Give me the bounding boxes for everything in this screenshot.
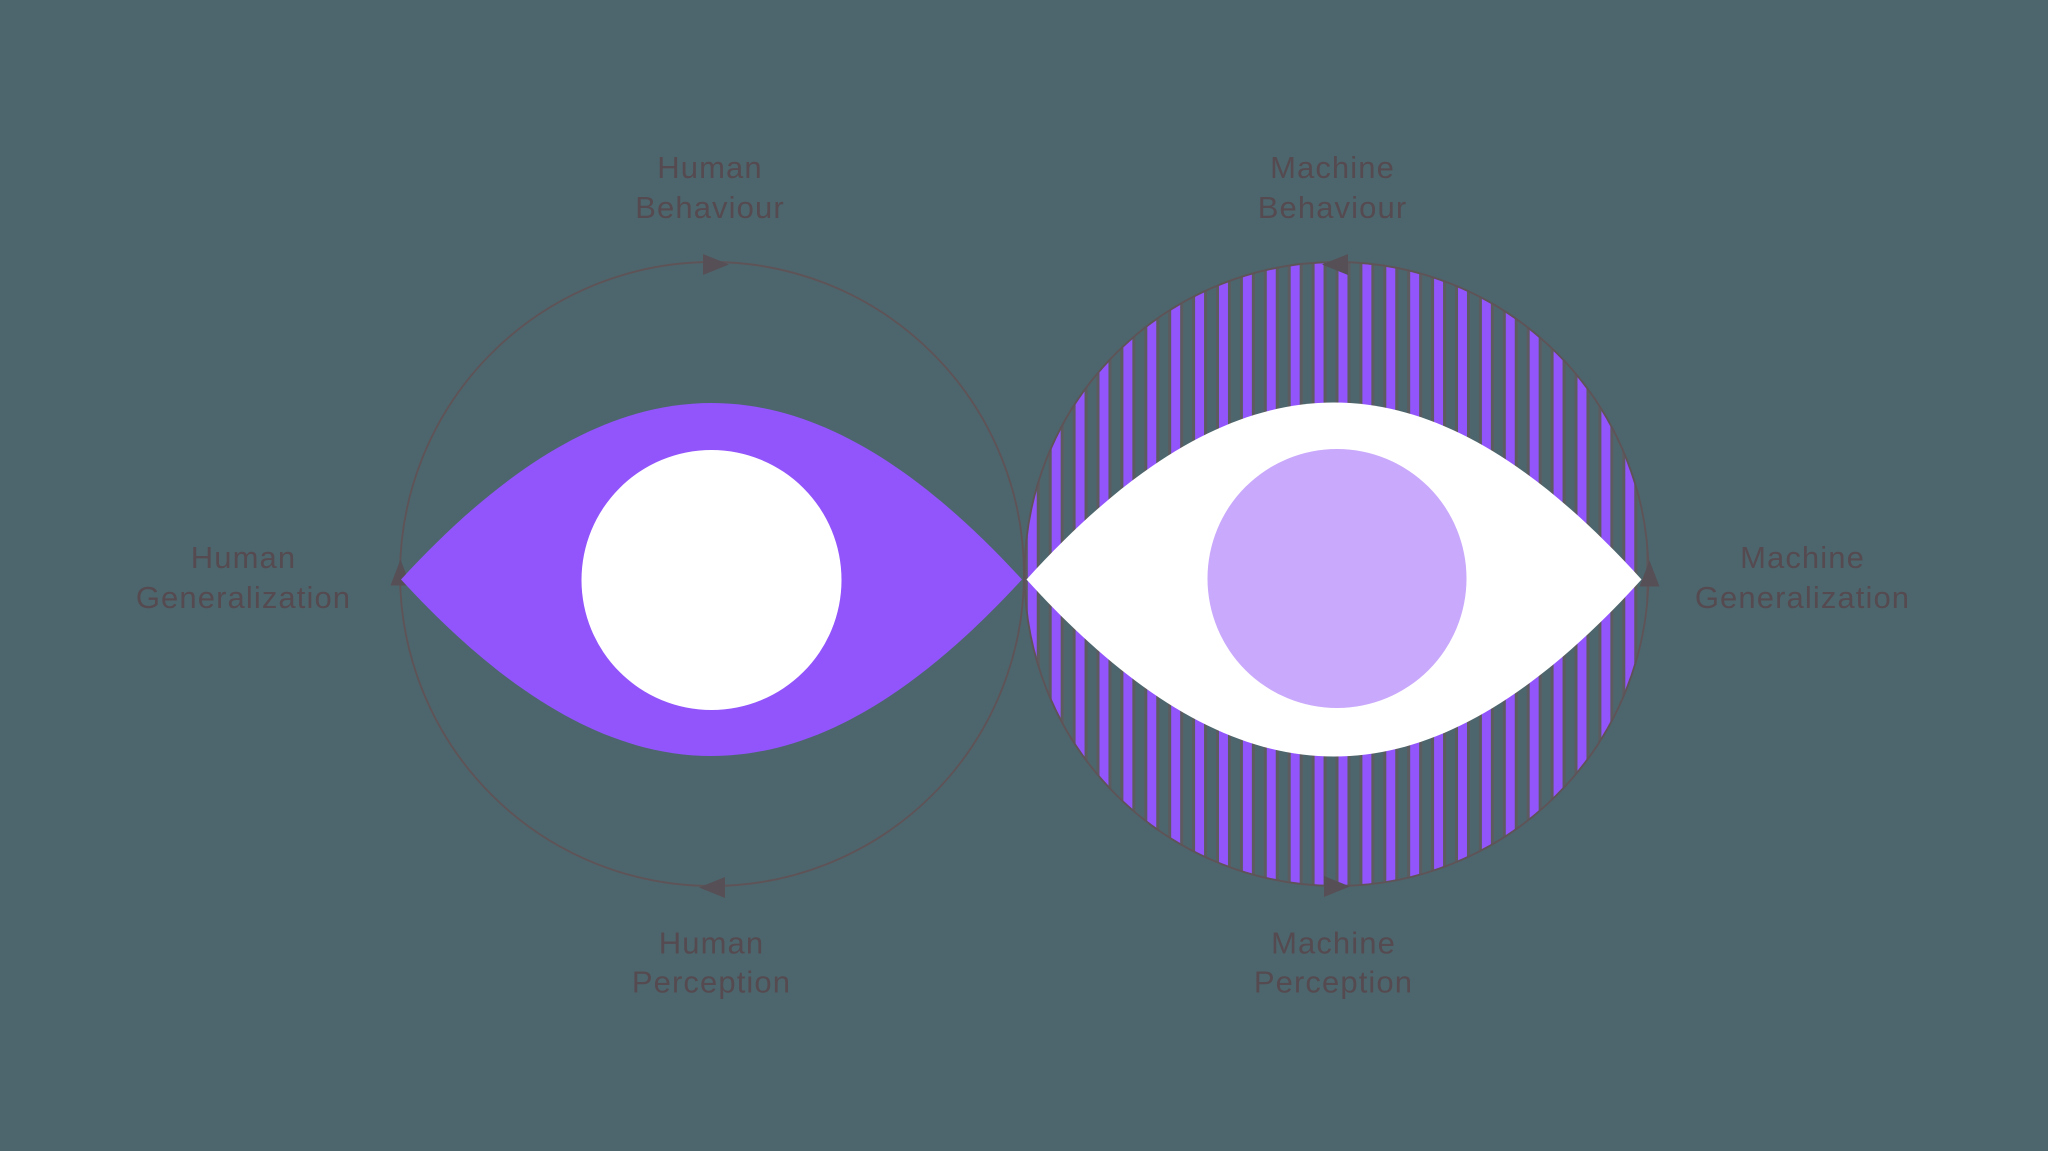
svg-text:Human: Human xyxy=(657,150,762,185)
svg-text:Behaviour: Behaviour xyxy=(1258,190,1408,225)
svg-text:Machine: Machine xyxy=(1270,150,1395,185)
svg-text:Perception: Perception xyxy=(1254,965,1413,1000)
svg-text:Generalization: Generalization xyxy=(136,580,351,615)
svg-text:Human: Human xyxy=(659,926,764,961)
svg-text:Machine: Machine xyxy=(1271,926,1396,961)
svg-text:Behaviour: Behaviour xyxy=(635,190,785,225)
svg-text:Human: Human xyxy=(191,540,296,575)
svg-text:Machine: Machine xyxy=(1740,540,1865,575)
svg-text:Generalization: Generalization xyxy=(1695,580,1910,615)
svg-text:Perception: Perception xyxy=(632,965,791,1000)
